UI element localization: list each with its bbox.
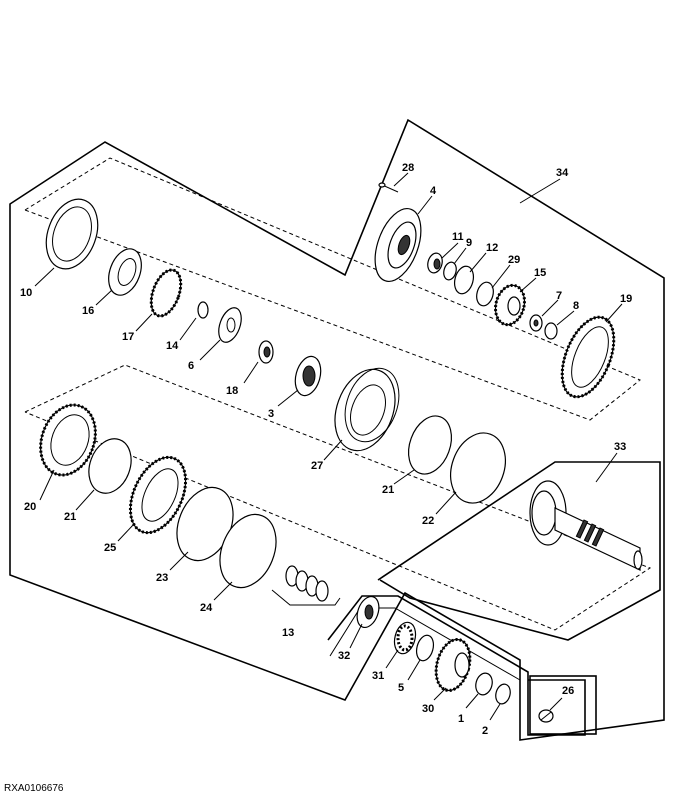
- part-15-gear: [494, 283, 526, 327]
- callout-2: 2: [482, 725, 488, 737]
- part-20-plate: [39, 403, 97, 477]
- callout-21-lower: 21: [64, 511, 76, 523]
- callout-22: 22: [422, 515, 434, 527]
- inset-box-26: [529, 675, 597, 735]
- part-25-piston: [128, 455, 188, 535]
- part-1-ring: [475, 672, 493, 696]
- reference-code: RXA0106676: [4, 783, 64, 794]
- part-5-washer: [415, 634, 435, 662]
- part-21-ring-lower: [88, 438, 132, 494]
- part-12-snap-ring: [453, 265, 475, 295]
- upper-dashed-zone: [24, 157, 641, 421]
- part-13-springs: [271, 565, 341, 606]
- callout-5: 5: [398, 682, 404, 694]
- part-22-ring: [450, 432, 506, 504]
- callout-28: 28: [402, 162, 414, 174]
- callout-25: 25: [104, 542, 116, 554]
- callout-32: 32: [338, 650, 350, 662]
- part-16-plate: [108, 248, 142, 296]
- callout-9: 9: [466, 237, 472, 249]
- part-32-bearing: [356, 595, 380, 629]
- callout-34: 34: [556, 167, 569, 179]
- part-24-seal: [219, 513, 277, 589]
- part-28-pin: [378, 182, 399, 193]
- part-9-ring: [443, 261, 457, 281]
- leader-lines: [34, 172, 623, 721]
- part-4-carrier: [374, 208, 422, 282]
- part-8-washer: [544, 322, 558, 340]
- callout-10: 10: [20, 287, 32, 299]
- callout-17: 17: [122, 331, 134, 343]
- outer-boundary: [9, 118, 665, 741]
- callout-16: 16: [82, 305, 94, 317]
- callout-14: 14: [166, 340, 179, 352]
- part-21-ring-upper: [407, 415, 453, 475]
- callout-3: 3: [268, 408, 274, 420]
- part-30-gear: [434, 638, 472, 692]
- callout-7: 7: [556, 290, 562, 302]
- part-31-bearing: [393, 621, 417, 655]
- part-10-plate: [45, 198, 99, 270]
- callout-12: 12: [486, 242, 498, 254]
- part-27-drum: [334, 367, 400, 452]
- callout-27: 27: [311, 460, 323, 472]
- callout-13: 13: [282, 627, 294, 639]
- part-33-shaft: [529, 480, 643, 571]
- part-19-disc: [560, 315, 616, 399]
- part-29-ring: [476, 281, 494, 307]
- callout-4: 4: [430, 185, 437, 197]
- callout-15: 15: [534, 267, 546, 279]
- callout-23: 23: [156, 572, 168, 584]
- callout-18: 18: [226, 385, 238, 397]
- part-17-spring: [149, 268, 183, 318]
- callout-20: 20: [24, 501, 36, 513]
- callout-21-upper: 21: [382, 484, 394, 496]
- callout-30: 30: [422, 703, 434, 715]
- part-7-washer: [529, 314, 543, 332]
- part-3-bearing: [294, 355, 322, 397]
- callout-24: 24: [200, 602, 213, 614]
- callout-8: 8: [573, 300, 579, 312]
- callout-6: 6: [188, 360, 194, 372]
- part-14-ring: [197, 301, 209, 319]
- callout-29: 29: [508, 254, 520, 266]
- part-6-washer: [218, 307, 242, 343]
- inset-box-32: [327, 595, 586, 736]
- lower-dashed-zone: [24, 364, 652, 631]
- callout-1: 1: [458, 713, 464, 725]
- callout-26: 26: [562, 685, 574, 697]
- callout-11: 11: [452, 231, 464, 243]
- callout-31: 31: [372, 670, 384, 682]
- callout-19: 19: [620, 293, 632, 305]
- inset-box-33: [377, 461, 661, 641]
- part-26-plug: [538, 709, 554, 723]
- part-11-washer: [427, 252, 443, 274]
- part-18-bearing: [258, 340, 274, 364]
- part-2-ring: [495, 683, 511, 705]
- callout-33: 33: [614, 441, 626, 453]
